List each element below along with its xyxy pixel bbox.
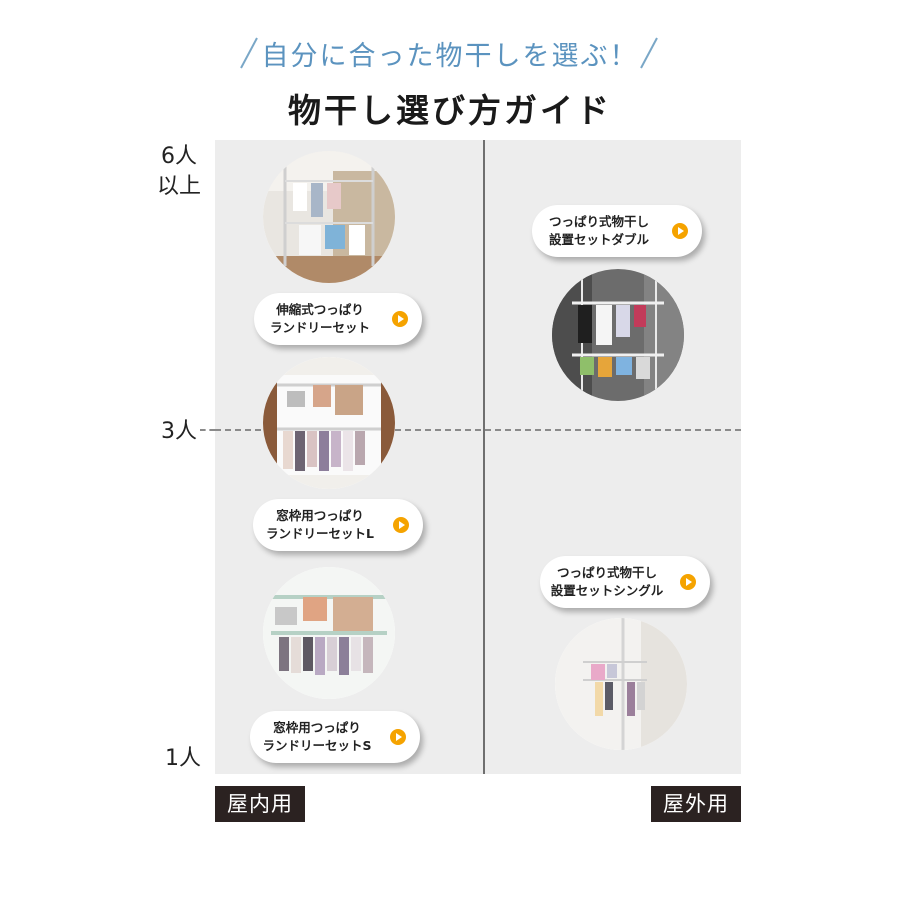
product-photo-tension-dryer-single[interactable] [555,618,687,750]
product-link-label: つっぱり式物干し設置セットダブル [548,214,649,247]
page-title: 物干し選び方ガイド [288,91,612,130]
laundry-rack-image [552,269,684,401]
category-outdoor: 屋外用 [651,786,741,822]
product-link-label: 窓枠用つっぱりランドリーセットL [266,508,374,541]
product-link-tension-dryer-double[interactable]: つっぱり式物干し設置セットダブル [532,205,702,257]
product-photo-window-frame-laundry-set-s[interactable] [263,567,395,699]
y-label-top-line2: 以上 [156,174,201,199]
y-label-top-line1: 6人 [161,144,197,169]
product-photo-tension-dryer-double[interactable] [552,269,684,401]
product-link-tension-dryer-single[interactable]: つっぱり式物干し設置セットシングル [540,556,710,608]
tagline-text: 自分に合った物干しを選ぶ！ [261,41,639,72]
tagline: 自分に合った物干しを選ぶ！ [0,30,900,74]
product-photo-window-frame-laundry-set-l[interactable] [263,357,395,489]
play-circle-icon [392,311,408,327]
product-link-label: つっぱり式物干し設置セットシングル [550,565,664,598]
laundry-rack-image [263,151,395,283]
midline-divider [215,429,741,431]
y-label-mid: 3人 [161,419,197,444]
product-link-label: 伸縮式つっぱりランドリーセット [269,302,370,335]
product-link-label: 窓枠用つっぱりランドリーセットS [262,720,372,753]
laundry-rack-image [263,567,395,699]
play-circle-icon [390,729,406,745]
product-photo-telescopic-laundry-set[interactable] [263,151,395,283]
product-link-window-frame-laundry-set-s[interactable]: 窓枠用つっぱりランドリーセットS [250,711,420,763]
product-link-window-frame-laundry-set-l[interactable]: 窓枠用つっぱりランドリーセットL [253,499,423,551]
laundry-rack-image [263,357,395,489]
vertical-divider [483,140,485,774]
play-circle-icon [393,517,409,533]
category-indoor: 屋内用 [215,786,305,822]
y-label-top: 6人 以上 [144,142,214,202]
product-link-telescopic-laundry-set[interactable]: 伸縮式つっぱりランドリーセット [254,293,422,345]
play-circle-icon [680,574,696,590]
midline-tick [200,429,215,431]
y-label-bottom: 1人 [165,746,201,771]
play-circle-icon [672,223,688,239]
laundry-rack-image [555,618,687,750]
